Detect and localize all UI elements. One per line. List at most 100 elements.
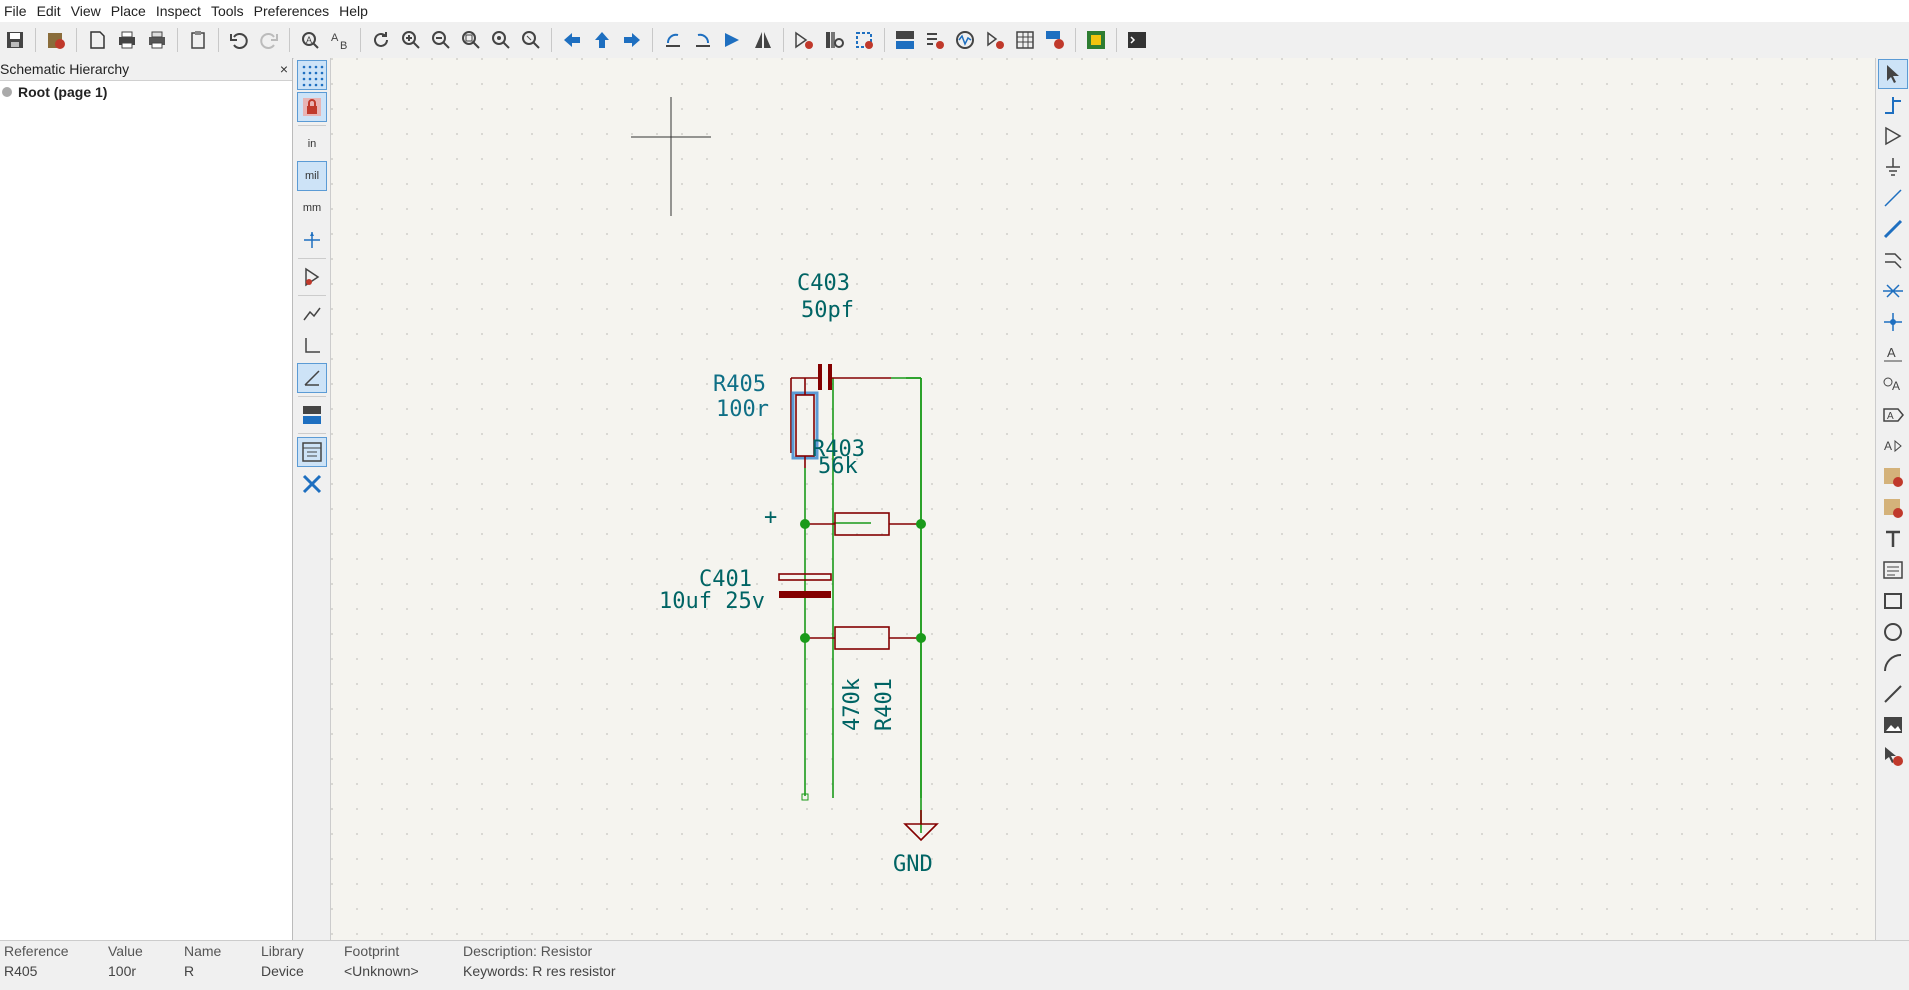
add-hierarchical-label-icon[interactable]: A — [1878, 431, 1908, 461]
add-label-icon[interactable]: A — [1878, 338, 1908, 368]
simulator-icon[interactable] — [951, 26, 979, 54]
add-bus-entry-icon[interactable] — [1878, 245, 1908, 275]
assign-footprints-icon[interactable] — [981, 26, 1009, 54]
close-icon[interactable]: × — [279, 61, 288, 77]
grid-lock-icon[interactable] — [297, 92, 327, 122]
add-rectangle-icon[interactable] — [1878, 586, 1908, 616]
add-sheet-icon[interactable] — [1878, 462, 1908, 492]
refresh-icon[interactable] — [367, 26, 395, 54]
gnd-label[interactable]: GND — [893, 852, 933, 877]
paste-icon[interactable] — [184, 26, 212, 54]
add-bus-icon[interactable] — [1878, 214, 1908, 244]
schematic-setup-icon[interactable] — [42, 26, 70, 54]
add-junction-icon[interactable] — [1878, 307, 1908, 337]
add-global-label-icon[interactable]: A — [1878, 400, 1908, 430]
add-line-icon[interactable] — [1878, 679, 1908, 709]
cursor-shape-icon[interactable] — [297, 225, 327, 255]
menu-tools[interactable]: Tools — [210, 3, 244, 19]
print-icon[interactable] — [113, 26, 141, 54]
status-bar: Reference R405 Value 100r Name R Library… — [0, 940, 1909, 990]
add-arc-icon[interactable] — [1878, 648, 1908, 678]
crosshair-lines — [631, 98, 711, 178]
zoom-objects-icon[interactable] — [487, 26, 515, 54]
erc-icon[interactable] — [921, 26, 949, 54]
zoom-in-icon[interactable] — [397, 26, 425, 54]
symbol-fields-table-icon[interactable] — [1011, 26, 1039, 54]
capacitor-c403[interactable] — [790, 364, 860, 453]
menu-view[interactable]: View — [70, 3, 101, 19]
r405-value[interactable]: 100r — [716, 397, 769, 422]
menu-help[interactable]: Help — [339, 3, 368, 19]
page-settings-icon[interactable] — [83, 26, 111, 54]
rotate-cw-icon[interactable] — [689, 26, 717, 54]
add-text-icon[interactable] — [1878, 524, 1908, 554]
mirror-horizontal-icon[interactable] — [749, 26, 777, 54]
add-textbox-icon[interactable] — [1878, 555, 1908, 585]
r403-reference[interactable]: R403 — [812, 437, 865, 462]
symbol-editor-icon[interactable] — [790, 26, 818, 54]
add-image-icon[interactable] — [1878, 710, 1908, 740]
navigate-back-icon[interactable] — [558, 26, 586, 54]
line-mode-45-icon[interactable] — [297, 363, 327, 393]
c401-reference[interactable]: C401 — [699, 567, 752, 592]
zoom-fit-icon[interactable] — [457, 26, 485, 54]
c403-reference[interactable]: C403 — [797, 271, 850, 296]
schematic-hierarchy-panel: Schematic Hierarchy × Root (page 1) — [0, 58, 293, 940]
capacitor-c401[interactable] — [778, 573, 832, 598]
redo-icon[interactable] — [255, 26, 283, 54]
menu-edit[interactable]: Edit — [36, 3, 61, 19]
hierarchy-root-item[interactable]: Root (page 1) — [0, 81, 292, 103]
r401-value[interactable]: 470k — [840, 678, 865, 731]
line-mode-free-icon[interactable] — [297, 299, 327, 329]
menu-inspect[interactable]: Inspect — [155, 3, 201, 19]
resistor-r405[interactable] — [791, 378, 819, 468]
rotate-ccw-icon[interactable] — [659, 26, 687, 54]
pcb-editor-icon[interactable] — [1082, 26, 1110, 54]
properties-panel-icon[interactable] — [297, 437, 327, 467]
c403-value[interactable]: 50pf — [801, 298, 854, 323]
highlight-net-icon[interactable] — [1878, 90, 1908, 120]
add-power-icon[interactable] — [1878, 152, 1908, 182]
save-icon[interactable] — [1, 26, 29, 54]
menu-place[interactable]: Place — [110, 3, 146, 19]
footprint-editor-icon[interactable] — [850, 26, 878, 54]
units-inches-icon[interactable]: in — [307, 138, 317, 150]
annotate-icon[interactable] — [891, 26, 919, 54]
navigate-forward-icon[interactable] — [618, 26, 646, 54]
hidden-pins-icon[interactable] — [297, 262, 327, 292]
navigate-up-icon[interactable] — [588, 26, 616, 54]
line-mode-90-icon[interactable] — [297, 331, 327, 361]
r405-reference[interactable]: R405 — [713, 372, 766, 397]
gnd-symbol[interactable] — [903, 810, 939, 842]
delete-tool-icon[interactable] — [1878, 741, 1908, 771]
plot-icon[interactable] — [143, 26, 171, 54]
scripting-console-icon[interactable] — [1123, 26, 1151, 54]
add-symbol-icon[interactable] — [1878, 121, 1908, 151]
find-icon[interactable]: A — [296, 26, 324, 54]
symbol-browser-icon[interactable] — [820, 26, 848, 54]
r403-value[interactable]: 56k — [818, 454, 858, 479]
zoom-selection-icon[interactable] — [517, 26, 545, 54]
c401-value[interactable]: 10uf 25v — [659, 589, 765, 614]
schematic-drawing[interactable]: C403 50pf R405 100r R403 56k + C401 10uf… — [331, 58, 1875, 940]
zoom-out-icon[interactable] — [427, 26, 455, 54]
menu-file[interactable]: File — [4, 3, 27, 19]
mirror-vertical-icon[interactable] — [719, 26, 747, 54]
add-no-connect-icon[interactable] — [1878, 276, 1908, 306]
menu-preferences[interactable]: Preferences — [253, 3, 330, 19]
select-arrow-icon[interactable] — [1878, 59, 1908, 89]
annotation-display-icon[interactable] — [297, 400, 327, 430]
bom-icon[interactable] — [1041, 26, 1069, 54]
units-mils-icon[interactable]: mil — [297, 161, 327, 191]
grid-toggle-icon[interactable] — [297, 60, 327, 90]
add-circle-icon[interactable] — [1878, 617, 1908, 647]
import-sheet-pin-icon[interactable] — [1878, 493, 1908, 523]
tools-icon[interactable] — [297, 469, 327, 499]
units-mm-icon[interactable]: mm — [302, 202, 322, 214]
add-net-class-icon[interactable]: A — [1878, 369, 1908, 399]
undo-icon[interactable] — [225, 26, 253, 54]
add-wire-icon[interactable] — [1878, 183, 1908, 213]
r401-reference[interactable]: R401 — [872, 678, 897, 731]
schematic-canvas[interactable]: C403 50pf R405 100r R403 56k + C401 10uf… — [331, 58, 1875, 940]
